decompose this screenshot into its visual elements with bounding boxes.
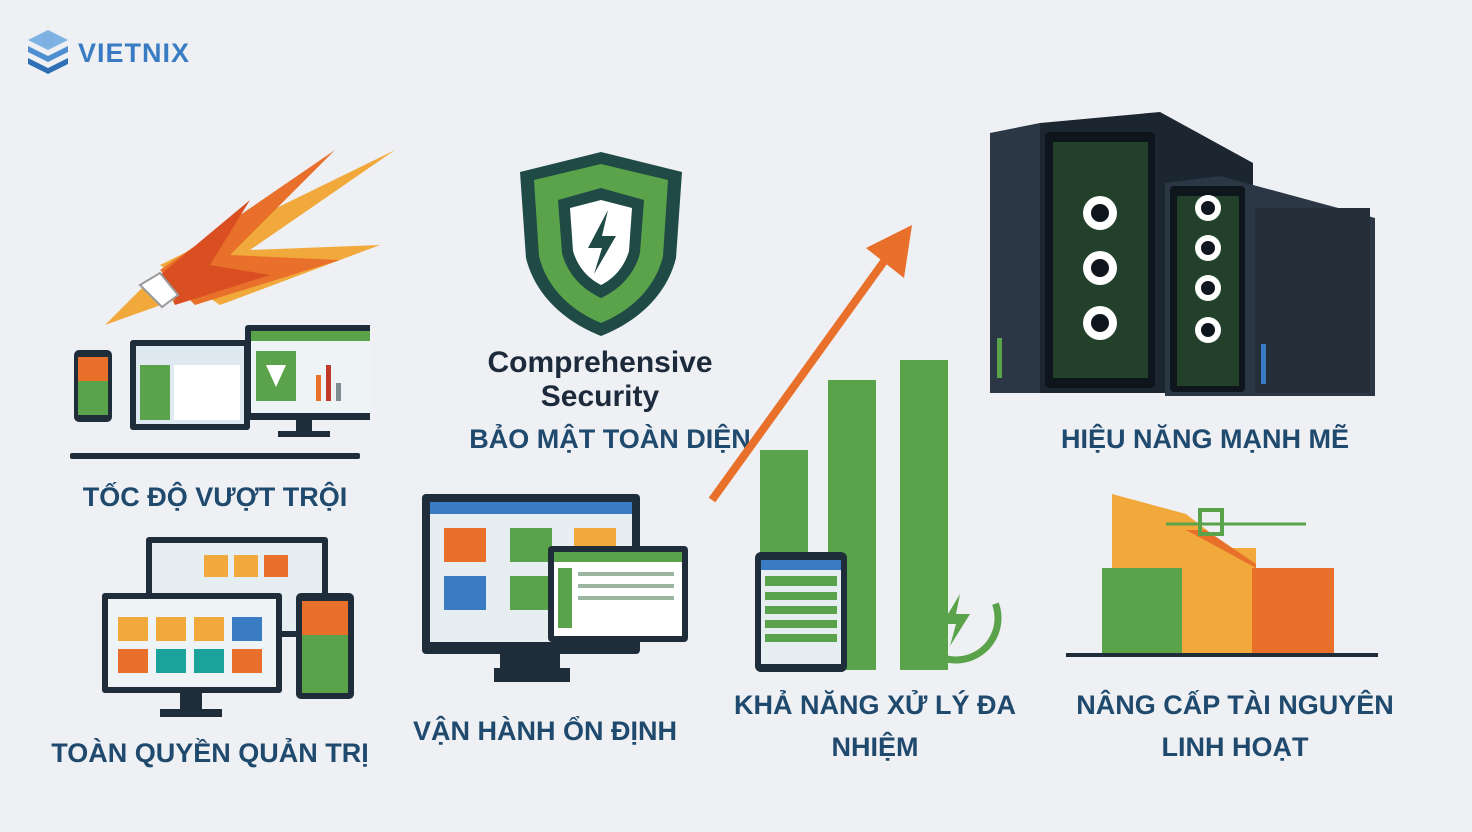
security-caption-line1: Comprehensive — [487, 346, 713, 379]
brand-name: VIETNIX — [78, 38, 191, 68]
feature-speed: TỐC ĐỘ VƯỢT TRỘI — [82, 482, 348, 512]
tablet-icon — [755, 552, 847, 672]
feature-security: BẢO MẬT TOÀN DIỆN — [469, 424, 751, 454]
feature-performance: HIỆU NĂNG MẠNH MẼ — [1061, 424, 1349, 454]
feature-upgrade-line2: LINH HOẠT — [1161, 732, 1309, 762]
security-caption-line2: Security — [540, 380, 660, 413]
feature-stable: VẬN HÀNH ỔN ĐỊNH — [412, 716, 677, 746]
devices-icon — [102, 537, 354, 717]
monitor-icon — [422, 494, 688, 682]
shield-icon — [520, 152, 682, 336]
feature-admin: TOÀN QUYỀN QUẢN TRỊ — [51, 738, 369, 768]
feature-multitask-line2: NHIỆM — [831, 732, 919, 762]
lightning-icon — [910, 572, 1002, 664]
devices-icon — [70, 325, 370, 459]
feature-multitask: KHẢ NĂNG XỬ LÝ ĐA NHIỆM — [720, 684, 1030, 768]
vietnix-logo-icon — [28, 30, 68, 74]
scale-chart-icon — [1066, 494, 1378, 657]
feature-multitask-line1: KHẢ NĂNG XỬ LÝ ĐA — [734, 690, 1016, 720]
feature-upgrade: NÂNG CẤP TÀI NGUYÊN LINH HOẠT — [1060, 684, 1410, 768]
security-caption: Comprehensive Security — [470, 346, 730, 414]
arrow-up-icon — [866, 225, 912, 278]
server-icon — [990, 112, 1375, 396]
rocket-icon — [105, 150, 395, 325]
feature-upgrade-line1: NÂNG CẤP TÀI NGUYÊN — [1076, 690, 1394, 720]
